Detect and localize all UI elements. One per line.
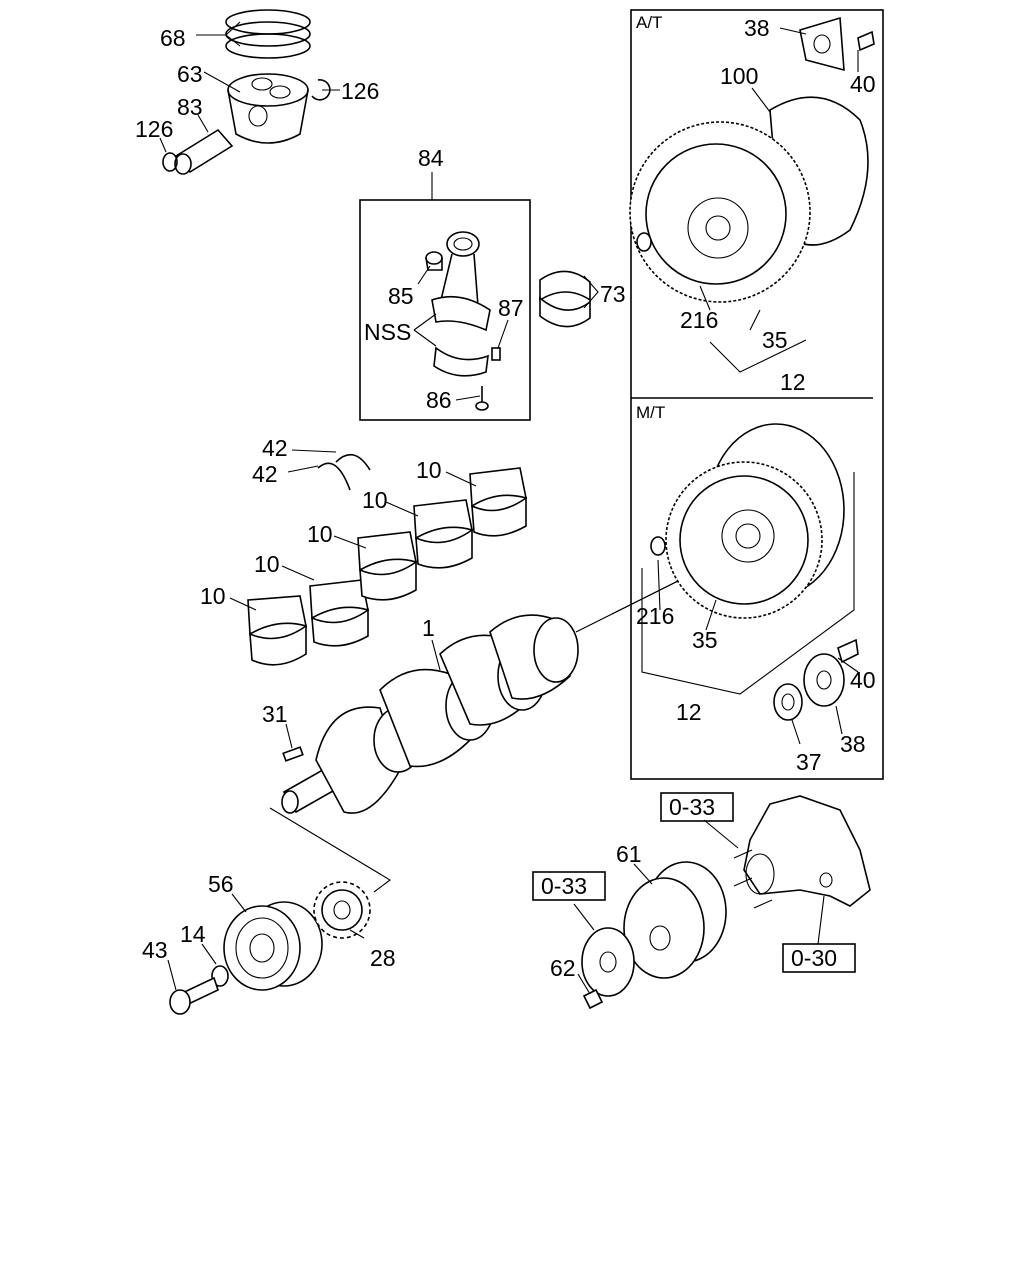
section-label-mt: M/T: [636, 403, 665, 422]
flange-nut: [582, 988, 604, 1010]
label-73: 73: [600, 281, 626, 307]
ref-label-0-33-left: 0-33: [541, 873, 587, 899]
label-10-c: 10: [307, 521, 333, 547]
piston-pin: [174, 128, 234, 175]
flywheel-panel: [630, 9, 884, 780]
label-83: 83: [177, 94, 203, 120]
label-10-a: 10: [200, 583, 226, 609]
flywheel-bolt-at: [857, 30, 875, 52]
small-end-bushing: [425, 251, 443, 271]
label-14: 14: [180, 921, 206, 947]
label-at-38: 38: [744, 15, 770, 41]
connecting-rod-box: [359, 199, 531, 421]
rod-bolt: [475, 386, 489, 411]
pilot-bushing-at: [636, 232, 652, 252]
ref-box-0-30: [782, 943, 856, 973]
main-bearing-5: [469, 467, 528, 537]
label-at-35: 35: [762, 327, 788, 353]
snap-ring-right: [311, 79, 331, 101]
label-10-d: 10: [362, 487, 388, 513]
label-mt-38: 38: [840, 731, 866, 757]
main-bearing-4: [413, 499, 474, 569]
label-87: 87: [498, 295, 524, 321]
label-56: 56: [208, 871, 234, 897]
label-at-216: 216: [680, 307, 718, 333]
main-bearing-3: [357, 531, 418, 601]
fan-pulley: [623, 861, 727, 979]
label-28: 28: [370, 945, 396, 971]
label-nss: NSS: [364, 319, 411, 345]
label-126-left: 126: [135, 116, 173, 142]
flywheel-plate-mt: [803, 653, 845, 707]
piston-rings: [225, 9, 311, 59]
label-85: 85: [388, 283, 414, 309]
crankshaft: [281, 614, 579, 814]
pilot-bearing-mt: [773, 683, 803, 721]
connecting-rod: [431, 231, 491, 377]
washer: [211, 965, 229, 987]
main-bearing-1: [247, 595, 308, 666]
flexplate: [629, 121, 811, 303]
label-1: 1: [422, 615, 435, 641]
label-43: 43: [142, 937, 168, 963]
pulley-bolt: [169, 976, 219, 1015]
label-mt-35: 35: [692, 627, 718, 653]
label-42-lower: 42: [252, 461, 278, 487]
label-63: 63: [177, 61, 203, 87]
ref-box-0-33-left: [532, 871, 606, 901]
main-bearing-2: [309, 579, 370, 647]
flywheel-mt: [665, 423, 845, 619]
label-at-12: 12: [780, 369, 806, 395]
label-mt-37: 37: [796, 749, 822, 775]
label-mt-12: 12: [676, 699, 702, 725]
section-label-at: A/T: [636, 13, 662, 32]
thrust-washer-upper: [335, 453, 371, 471]
label-mt-40: 40: [850, 667, 876, 693]
label-10-b: 10: [254, 551, 280, 577]
label-10-e: 10: [416, 457, 442, 483]
label-at-40: 40: [850, 71, 876, 97]
label-mt-216: 216: [636, 603, 674, 629]
snap-ring-left: [162, 152, 178, 172]
ref-label-0-30: 0-30: [791, 945, 837, 971]
water-pump: [733, 795, 871, 909]
label-86: 86: [426, 387, 452, 413]
flexplate-reinforcement: [799, 16, 845, 72]
piston: [227, 73, 309, 144]
ref-box-0-33-top: [660, 792, 734, 822]
rod-nut: [491, 347, 501, 361]
thrust-washer-lower: [317, 462, 351, 491]
fan-flange: [581, 927, 635, 997]
label-84: 84: [418, 145, 444, 171]
label-68: 68: [160, 25, 186, 51]
label-62: 62: [550, 955, 576, 981]
timing-gear: [313, 881, 371, 939]
rod-bearing: [539, 270, 591, 328]
pilot-bushing-mt: [650, 536, 666, 556]
ref-label-0-33-top: 0-33: [669, 794, 715, 820]
flywheel-bolt-mt: [837, 638, 859, 664]
crank-pulley: [223, 901, 323, 991]
label-126-right: 126: [341, 78, 379, 104]
label-61: 61: [616, 841, 642, 867]
label-42-upper: 42: [262, 435, 288, 461]
label-31: 31: [262, 701, 288, 727]
woodruff-key: [282, 746, 304, 762]
label-at-100: 100: [720, 63, 758, 89]
